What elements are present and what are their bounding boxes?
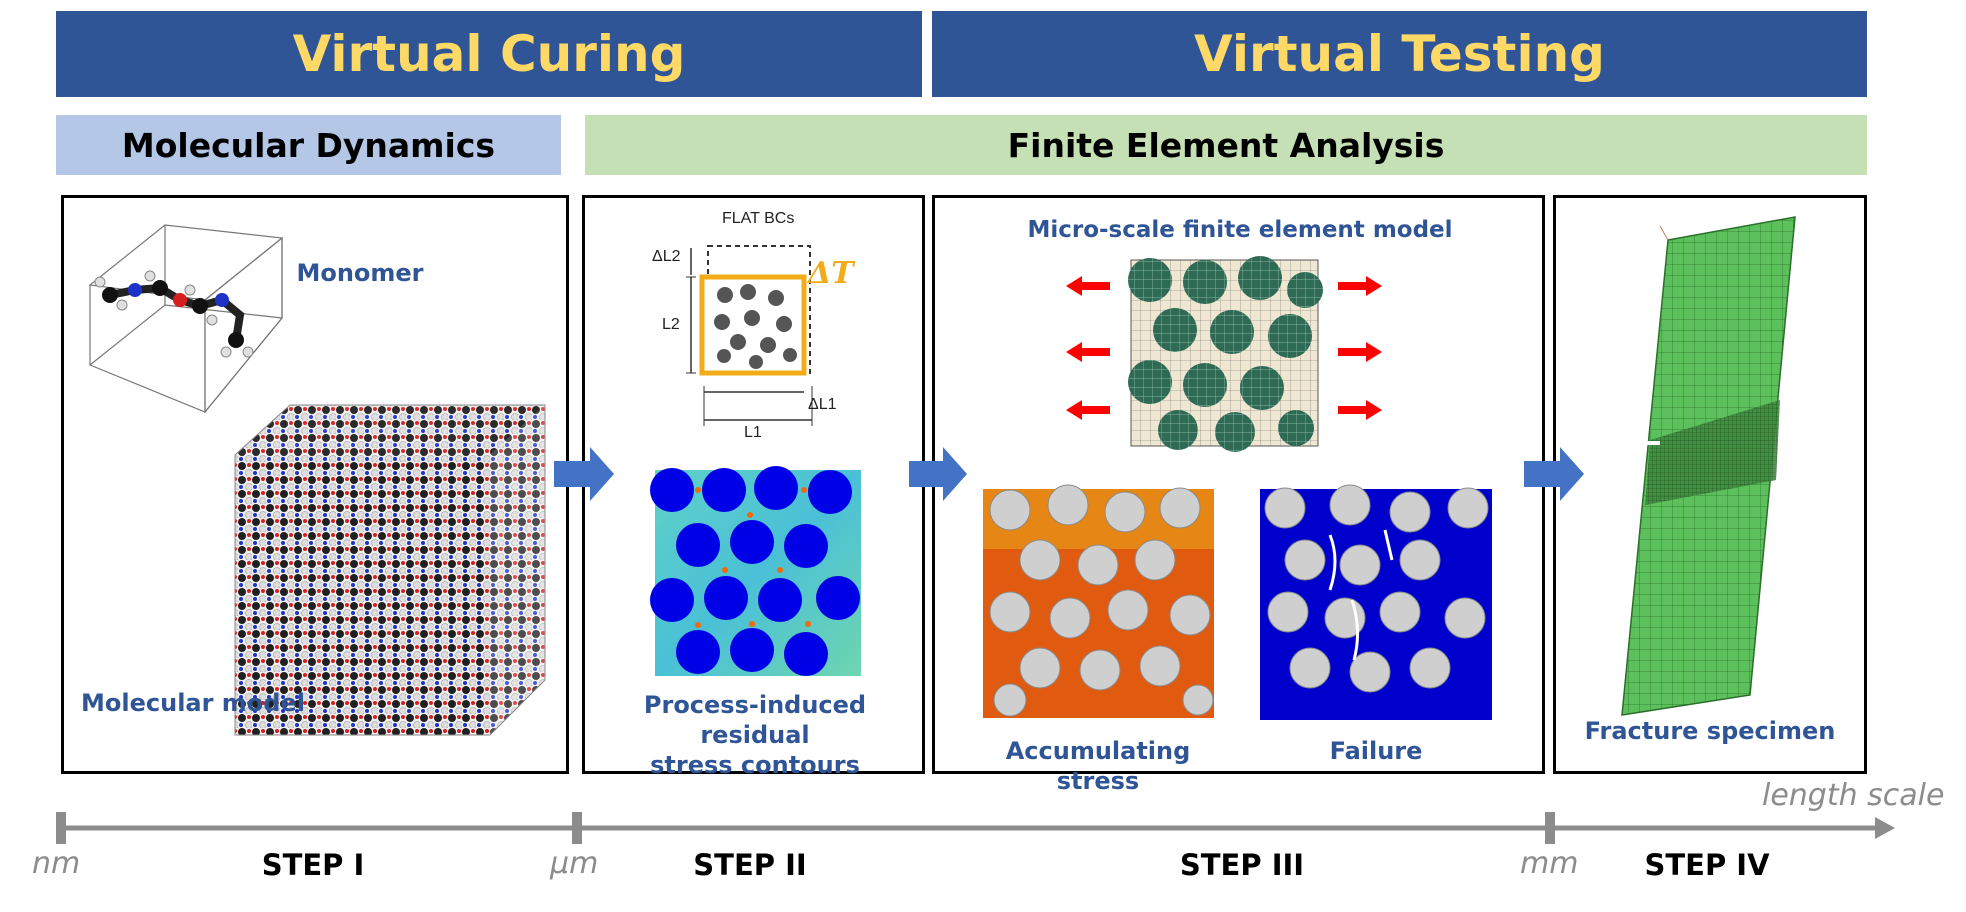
accumulating-stress-contour bbox=[983, 484, 1214, 718]
delta-l2-label: ΔL2 bbox=[652, 248, 681, 265]
step-4-label: STEP IV bbox=[1644, 848, 1770, 882]
monomer-label: Monomer bbox=[296, 259, 424, 287]
step-3-label: STEP III bbox=[1179, 848, 1305, 882]
l1-label: L1 bbox=[744, 424, 762, 441]
molecular-model-label: Molecular model bbox=[81, 689, 305, 717]
fracture-specimen-label: Fracture specimen bbox=[1584, 717, 1836, 745]
virtual-testing-header: Virtual Testing bbox=[932, 11, 1867, 97]
accumulating-stress-label: Accumulating stress bbox=[1005, 737, 1191, 795]
molecular-dynamics-bar: Molecular Dynamics bbox=[56, 115, 561, 175]
residual-stress-caption: Process-induced residual stress contours bbox=[590, 690, 920, 780]
unit-um: μm bbox=[550, 846, 599, 881]
micro-fe-model bbox=[1128, 256, 1323, 452]
residual-stress-caption-line1: Process-induced residual bbox=[643, 691, 867, 749]
fracture-specimen bbox=[1621, 216, 1796, 716]
l2-label: L2 bbox=[662, 316, 680, 333]
finite-element-analysis-bar: Finite Element Analysis bbox=[585, 115, 1867, 175]
monomer-box bbox=[88, 224, 284, 414]
residual-stress-caption-line2: stress contours bbox=[650, 751, 860, 779]
load-arrow-icon bbox=[1338, 276, 1382, 420]
flow-arrow-icon bbox=[554, 447, 1584, 501]
step-2-label: STEP II bbox=[693, 848, 807, 882]
failure-contour bbox=[1260, 484, 1492, 720]
failure-label: Failure bbox=[1329, 737, 1423, 765]
flat-bcs-label: FLAT BCs bbox=[722, 210, 795, 227]
delta-l1-label: ΔL1 bbox=[808, 396, 837, 413]
bc-schematic bbox=[686, 245, 813, 426]
unit-nm: nm bbox=[32, 846, 81, 881]
length-scale-axis bbox=[56, 812, 1895, 844]
monomer-molecule bbox=[94, 270, 254, 358]
length-scale-label: length scale bbox=[1762, 778, 1945, 813]
virtual-curing-header: Virtual Curing bbox=[56, 11, 922, 97]
load-arrow-icon bbox=[1066, 276, 1110, 420]
delta-t-label: ΔT bbox=[808, 256, 854, 291]
residual-stress-contour bbox=[650, 466, 861, 676]
micro-fe-model-title: Micro-scale finite element model bbox=[1027, 217, 1453, 243]
unit-mm: mm bbox=[1520, 846, 1579, 881]
step-1-label: STEP I bbox=[261, 848, 365, 882]
molecular-model-cube bbox=[234, 404, 546, 736]
